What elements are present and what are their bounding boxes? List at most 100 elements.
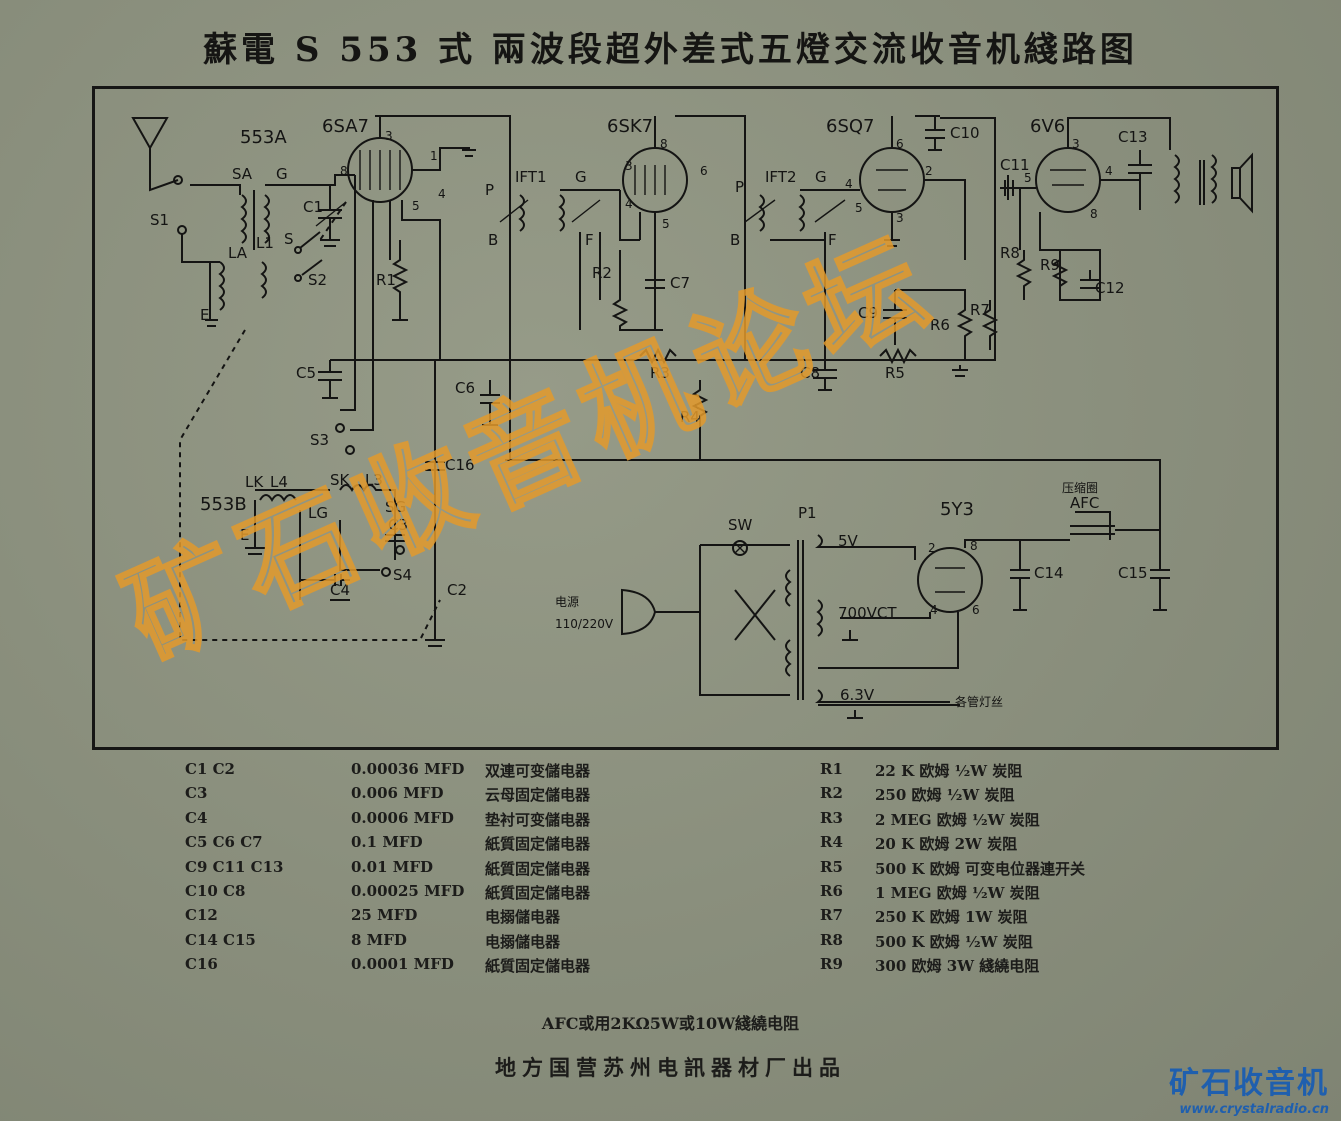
label-sg: SG [385, 498, 406, 516]
label-c1: C1 [303, 198, 323, 216]
tube-6sk7 [611, 116, 688, 331]
label-c8: C8 [800, 364, 820, 382]
label-mains-voltage: 110/220V [555, 617, 614, 631]
pin-6sk7-5: 5 [662, 217, 670, 231]
pin-6sk7-8: 8 [660, 137, 668, 151]
capacitor-c1 [315, 185, 347, 247]
label-s: S [284, 230, 294, 248]
pin-6v6-3: 3 [1072, 137, 1080, 151]
resistor-ref: R5 [820, 857, 843, 876]
label-b2: B [730, 231, 740, 249]
label-g2: G [575, 168, 587, 186]
label-l3: L3 [365, 471, 383, 489]
pin-5y3-8: 8 [970, 539, 978, 553]
afc-note: AFC或用2KΩ5W或10W綫繞电阻 [541, 1014, 800, 1033]
label-f2: F [828, 231, 837, 249]
label-mains: 电源 [555, 595, 579, 609]
label-lg: LG [308, 504, 328, 522]
label-c15: C15 [1118, 564, 1148, 582]
label-r2: R2 [592, 264, 612, 282]
label-c12: C12 [1095, 279, 1125, 297]
resistor-value: 300 欧姆 3W 綫繞电阻 [875, 957, 1040, 976]
label-c10: C10 [950, 124, 980, 142]
capacitor-desc: 电搦儲电器 [485, 932, 561, 951]
label-r1: R1 [376, 271, 396, 289]
label-osc-coil: 553A [240, 127, 287, 148]
label-lk: LK [245, 473, 264, 491]
label-ift2: IFT2 [765, 168, 797, 186]
label-tube-6sa7: 6SA7 [322, 116, 369, 137]
label-g3: G [815, 168, 827, 186]
tube-6v6 [1000, 117, 1140, 301]
resistor-value: 20 K 欧姆 2W 炭阻 [875, 835, 1018, 854]
capacitor-ref: C5 C6 C7 [185, 833, 263, 852]
capacitor-value: 0.00036 MFD [351, 760, 465, 778]
label-s2: S2 [308, 271, 327, 289]
label-ant-coil: 553B [200, 494, 247, 515]
capacitor-value: 0.01 MFD [351, 857, 434, 876]
resistor-ref: R7 [820, 906, 843, 925]
label-afc-cn: 压缩圈 [1062, 480, 1098, 495]
pin-6sk7-6: 6 [700, 164, 708, 178]
label-b1: B [488, 231, 498, 249]
label-c6: C6 [455, 379, 475, 397]
tube-6sq7 [859, 116, 966, 260]
resistor-r1 [391, 240, 409, 321]
pin-6sq7-4: 4 [845, 177, 853, 191]
label-s4: S4 [393, 566, 412, 584]
logo-text: 矿石收音机 [1169, 1066, 1329, 1101]
capacitor-value: 8 MFD [351, 930, 407, 949]
label-r3: R3 [650, 364, 670, 382]
capacitor-ref: C9 C11 C13 [185, 857, 284, 876]
pin-5y3-4: 4 [930, 603, 938, 617]
label-sw: SW [728, 516, 753, 534]
label-ift1: IFT1 [515, 168, 547, 186]
label-c11: C11 [1000, 156, 1030, 174]
label-tube-6v6: 6V6 [1030, 116, 1065, 137]
label-p1-transformer: P1 [798, 504, 817, 522]
capacitor-desc: 双連可变儲电器 [485, 762, 591, 780]
capacitor-c5 [318, 360, 342, 399]
wire-osc-down [350, 200, 374, 431]
resistor-value: 250 欧姆 ½W 炭阻 [875, 786, 1015, 805]
label-r6: R6 [930, 316, 950, 334]
pin-6sq7-2: 2 [925, 164, 933, 178]
capacitor-desc: 垫衬可变儲电器 [485, 810, 591, 829]
pin-6sa7-4: 4 [438, 187, 446, 201]
manufacturer: 地方国营苏州电訊器材厂出品 [495, 1056, 846, 1080]
label-l1: L1 [256, 234, 274, 252]
resistor-value: 2 MEG 欧姆 ½W 炭阻 [875, 810, 1040, 829]
label-r7: R7 [970, 301, 990, 319]
pin-6sa7-3: 3 [385, 129, 393, 143]
resistor-value: 1 MEG 欧姆 ½W 炭阻 [875, 884, 1040, 902]
capacitor-desc: 紙質固定儲电器 [485, 835, 591, 854]
logo-url: www.crystalradio.cn [1179, 1102, 1329, 1117]
pin-6v6-4: 4 [1105, 164, 1113, 178]
pin-6sa7-5: 5 [412, 199, 420, 213]
capacitor-value: 0.00025 MFD [351, 882, 465, 900]
pin-6sk7-4: 4 [625, 197, 633, 211]
label-r8: R8 [1000, 244, 1020, 262]
label-f1: F [585, 231, 594, 249]
label-g: G [276, 165, 288, 183]
resistor-value: 22 K 欧姆 ½W 炭阻 [875, 762, 1023, 780]
pin-5y3-6: 6 [972, 603, 980, 617]
pin-6sq7-5: 5 [855, 201, 863, 215]
pin-6sq7-3: 3 [896, 211, 904, 225]
label-s1: S1 [150, 211, 169, 229]
pin-6sq7-6: 6 [896, 137, 904, 151]
resistor-r4 [691, 380, 709, 460]
label-p1: P [485, 181, 494, 199]
resistor-ref: R2 [820, 784, 843, 803]
capacitor-value: 0.006 MFD [351, 784, 444, 803]
capacitor-ref: C3 [185, 784, 208, 803]
capacitor-value: 0.0001 MFD [351, 955, 454, 974]
tube-6sa7 [347, 116, 476, 360]
label-r5: R5 [885, 364, 905, 382]
label-tube-6sk7: 6SK7 [607, 116, 653, 137]
label-sk: SK [330, 471, 351, 489]
label-c13: C13 [1118, 128, 1148, 146]
resistor-value: 250 K 欧姆 1W 炭阻 [875, 908, 1028, 927]
transformer-ift1 [480, 189, 620, 426]
capacitor-ref: C12 [185, 906, 218, 925]
